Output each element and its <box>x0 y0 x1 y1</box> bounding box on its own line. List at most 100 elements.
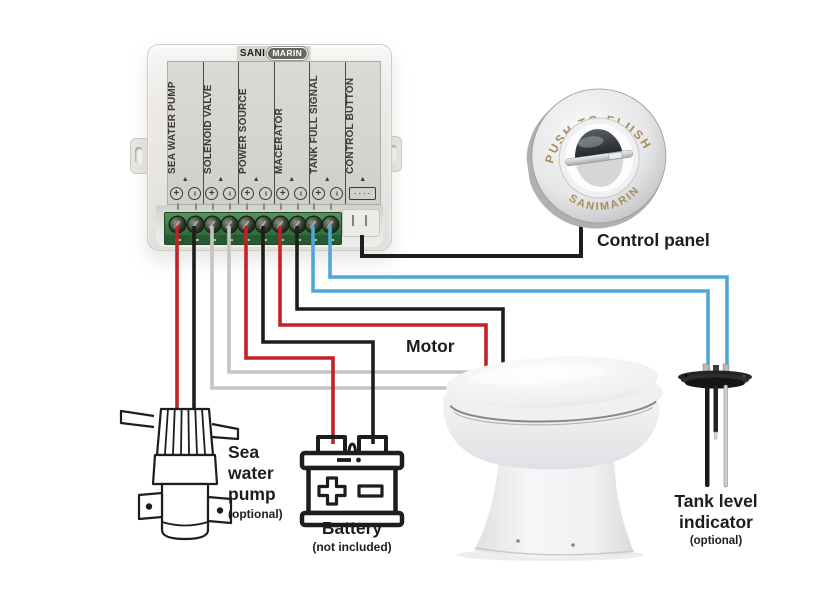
control-panel: PUSH TO FLUSH SANIMARIN <box>518 76 681 239</box>
vent-slit-icon <box>297 203 299 210</box>
toilet-pedestal <box>474 452 634 558</box>
vent-slit-icon <box>195 203 197 210</box>
vent-slit-icon <box>246 203 248 210</box>
plus-terminal-icon: + <box>240 187 254 200</box>
terminal-mark <box>246 239 250 241</box>
sea-water-pump-note: (optional) <box>228 507 283 521</box>
channel-label: POWER SOURCE <box>238 88 250 174</box>
channel-label: TANK FULL SIGNAL <box>309 75 321 174</box>
terminal-mark <box>177 239 181 241</box>
control-panel-label: Control panel <box>597 230 710 250</box>
battery-terminal-negative <box>357 435 388 455</box>
minus-terminal-icon: − <box>187 187 201 200</box>
battery-bottom-bar <box>299 510 405 528</box>
channel-solenoid-valve: SOLENOID VALVE▲+− <box>203 62 239 204</box>
bracket-hole-icon <box>145 503 153 510</box>
terminal-screw <box>238 216 254 232</box>
brand-marin: MARIN <box>266 47 309 60</box>
plus-terminal-icon: + <box>205 187 219 200</box>
connector-slit-icon <box>352 215 354 226</box>
terminal-block-strip <box>165 235 341 244</box>
terminal-mark <box>263 239 267 241</box>
polarity-row: +− <box>275 187 310 200</box>
pump-motor-ribs <box>164 409 206 455</box>
vent-slit-icon <box>263 203 265 210</box>
base-rim-line <box>475 547 634 556</box>
battery-dot-icon <box>356 457 361 463</box>
bracket-hole-icon <box>216 507 224 514</box>
pump-pipe-left <box>119 409 155 429</box>
terminal-mark <box>229 239 233 241</box>
vent-slit-icon <box>177 203 179 210</box>
mount-hole-icon <box>135 147 143 164</box>
base-screw-icon <box>571 543 575 547</box>
button-glare <box>577 136 604 148</box>
control-button-connector <box>342 209 380 237</box>
polarity-row: +− <box>239 187 274 200</box>
channel-power-source: POWER SOURCE▲ +− <box>238 62 275 204</box>
polarity-row: +− <box>310 187 345 200</box>
arrow-up-icon: ▲ <box>359 176 367 183</box>
channel-label: CONTROL BUTTON <box>344 77 356 174</box>
terminal-mark <box>195 239 199 241</box>
terminal-mark <box>212 239 216 241</box>
polarity-row: +− <box>168 187 203 200</box>
flange-bolt-icon <box>684 374 688 378</box>
terminal-mark <box>280 239 284 241</box>
power-source-minus-wire <box>261 226 375 444</box>
pump-pipe-right <box>211 422 240 441</box>
plus-symbol-icon <box>317 476 347 506</box>
arrow-up-icon: ▲ <box>217 176 225 183</box>
channel-macerator: MACERATOR▲ +− <box>273 62 310 204</box>
channel-label: MACERATOR <box>273 108 285 174</box>
channel-label: SEA WATER PUMP <box>167 81 179 174</box>
terminal-screw <box>322 216 338 232</box>
arrow-up-icon: ▲ <box>181 176 189 183</box>
flange-bolt-icon <box>742 374 746 378</box>
seat-seam-line <box>449 400 657 423</box>
toilet-motor <box>438 352 668 569</box>
terminal-screw <box>289 216 305 232</box>
probe-tip <box>714 431 718 440</box>
sea-water-pump <box>114 403 244 548</box>
channel-tank-full-signal: TANK FULL SIGNAL▲ +− <box>309 62 346 204</box>
power-source-plus-wire <box>244 226 335 444</box>
indicator-flange-lower <box>685 377 745 389</box>
terminal-mark <box>297 239 301 241</box>
terminal-screw <box>169 216 185 232</box>
vent-slit-icon <box>313 203 315 210</box>
terminal-mark <box>330 239 334 241</box>
minus-terminal-icon: − <box>329 187 343 200</box>
brand-sani: SANI <box>239 48 266 59</box>
probe-rod-short <box>713 385 718 433</box>
terminal-screw <box>305 216 321 232</box>
vent-slit-icon <box>229 203 231 210</box>
terminal-screw <box>272 216 288 232</box>
button-bar-clip <box>608 151 623 160</box>
battery-label: Battery <box>321 518 383 538</box>
arrow-up-icon: ▲ <box>323 176 331 183</box>
arrow-up-icon: ▲ <box>288 176 296 183</box>
tank-level-indicator-note: (optional) <box>689 535 743 547</box>
minus-terminal-icon: − <box>223 187 237 200</box>
plus-terminal-icon: + <box>169 187 183 200</box>
mount-hole-icon <box>389 145 397 162</box>
plus-terminal-icon: + <box>311 187 325 200</box>
probe-rod-silver <box>723 384 728 488</box>
polarity-row: +− <box>204 187 239 200</box>
terminal-mark <box>313 239 317 241</box>
battery <box>296 430 408 535</box>
arrow-up-icon: ▲ <box>252 176 260 183</box>
vent-slit-icon <box>330 203 332 210</box>
terminal-screw <box>255 216 271 232</box>
motor-label: Motor <box>406 336 455 356</box>
vent-slit-icon <box>280 203 282 210</box>
battery-handle <box>347 442 357 454</box>
tank-level-indicator <box>672 358 758 499</box>
minus-symbol-icon <box>357 484 384 498</box>
plus-terminal-icon: + <box>276 187 290 200</box>
battery-note: (not included) <box>312 540 392 554</box>
minus-terminal-icon: − <box>294 187 308 200</box>
terminal-screw <box>204 216 220 232</box>
pump-cap-line <box>161 521 209 527</box>
